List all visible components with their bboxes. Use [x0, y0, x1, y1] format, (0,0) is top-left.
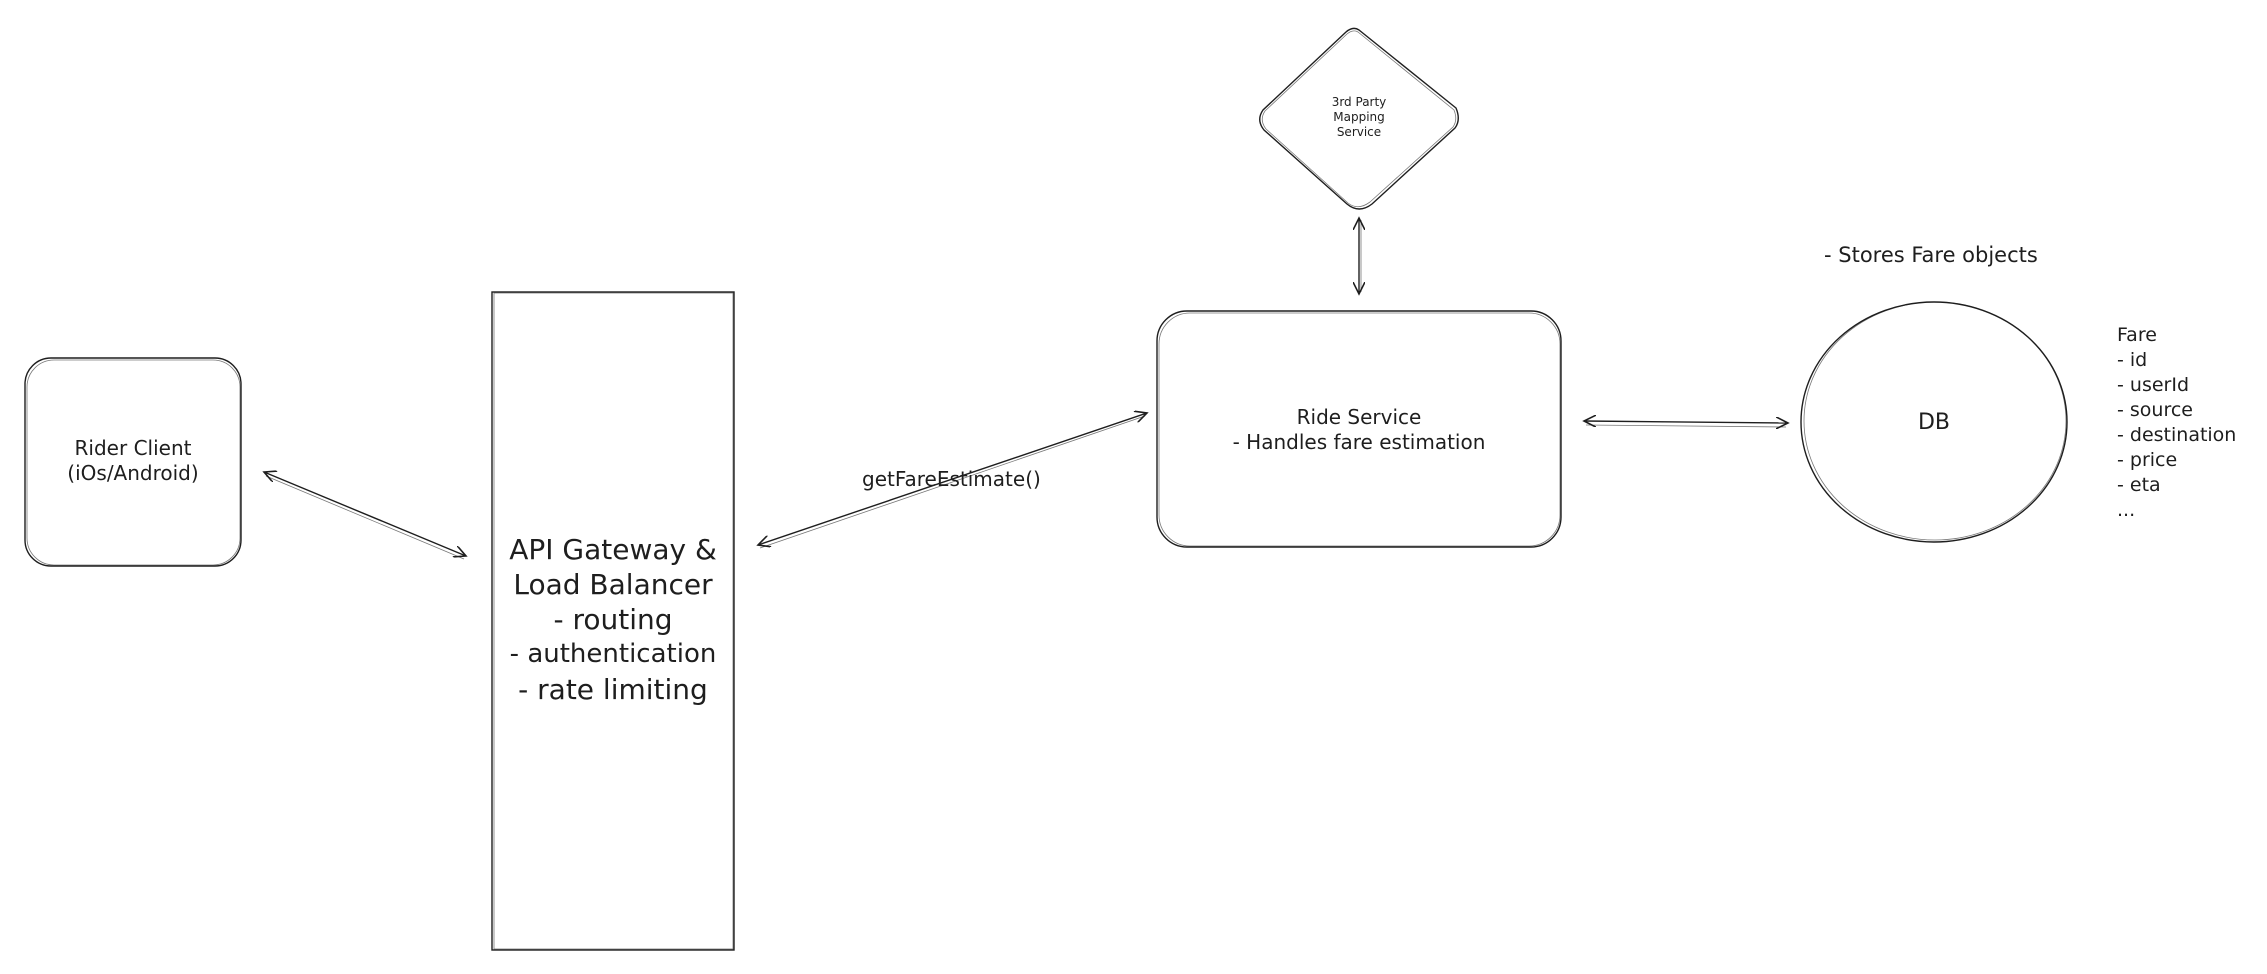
- db-label: DB: [1917, 410, 1951, 435]
- mapping-service-line: 3rd Party: [1331, 95, 1387, 109]
- rider-client-line: Rider Client: [74, 436, 192, 460]
- api-gateway-label: API Gateway & Load Balancer - routing - …: [492, 532, 734, 707]
- fare-schema-line: - userId: [2117, 374, 2190, 396]
- api-gateway-node[interactable]: [491, 291, 735, 951]
- db-note: - Stores Fare objects: [1824, 243, 2038, 267]
- edge-label-get-fare-estimate: getFareEstimate(): [862, 467, 1041, 491]
- api-gateway-line: API Gateway &: [509, 533, 717, 566]
- fare-schema-line: ...: [2117, 499, 2136, 521]
- ride-service-line: Ride Service: [1296, 405, 1422, 429]
- rider-client-label: Rider Client (iOs/Android): [25, 436, 241, 486]
- ride-service-line: - Handles fare estimation: [1232, 430, 1486, 454]
- db-node[interactable]: [1800, 301, 2068, 543]
- mapping-service-line: Service: [1336, 125, 1382, 139]
- mapping-service-line: Mapping: [1333, 110, 1385, 124]
- mapping-service-label: 3rd Party Mapping Service: [1299, 95, 1419, 140]
- fare-schema-line: - id: [2117, 349, 2148, 371]
- ride-service-node[interactable]: [1156, 310, 1562, 548]
- api-gateway-line: Load Balancer: [513, 568, 713, 601]
- fare-schema: Fare - id - userId - source - destinatio…: [2117, 323, 2236, 523]
- mapping-service-node[interactable]: [1259, 27, 1459, 210]
- api-gateway-line: - routing: [553, 603, 673, 636]
- fare-schema-line: - eta: [2117, 474, 2161, 496]
- edge-ride-mapping[interactable]: [1359, 218, 1361, 294]
- edge-ride-db[interactable]: [1584, 421, 1788, 427]
- ride-service-label: Ride Service - Handles fare estimation: [1157, 405, 1561, 455]
- fare-schema-line: - destination: [2117, 424, 2237, 446]
- fare-schema-line: - source: [2117, 399, 2193, 421]
- fare-schema-line: - price: [2117, 449, 2178, 471]
- rider-client-line: (iOs/Android): [67, 461, 199, 485]
- rider-client-node[interactable]: [24, 357, 242, 567]
- fare-schema-line: Fare: [2117, 324, 2157, 346]
- api-gateway-line: - rate limiting: [518, 673, 708, 706]
- api-gateway-line: - authentication: [509, 639, 717, 669]
- edge-gateway-ride[interactable]: [758, 413, 1147, 549]
- edge-client-gateway[interactable]: [264, 472, 466, 560]
